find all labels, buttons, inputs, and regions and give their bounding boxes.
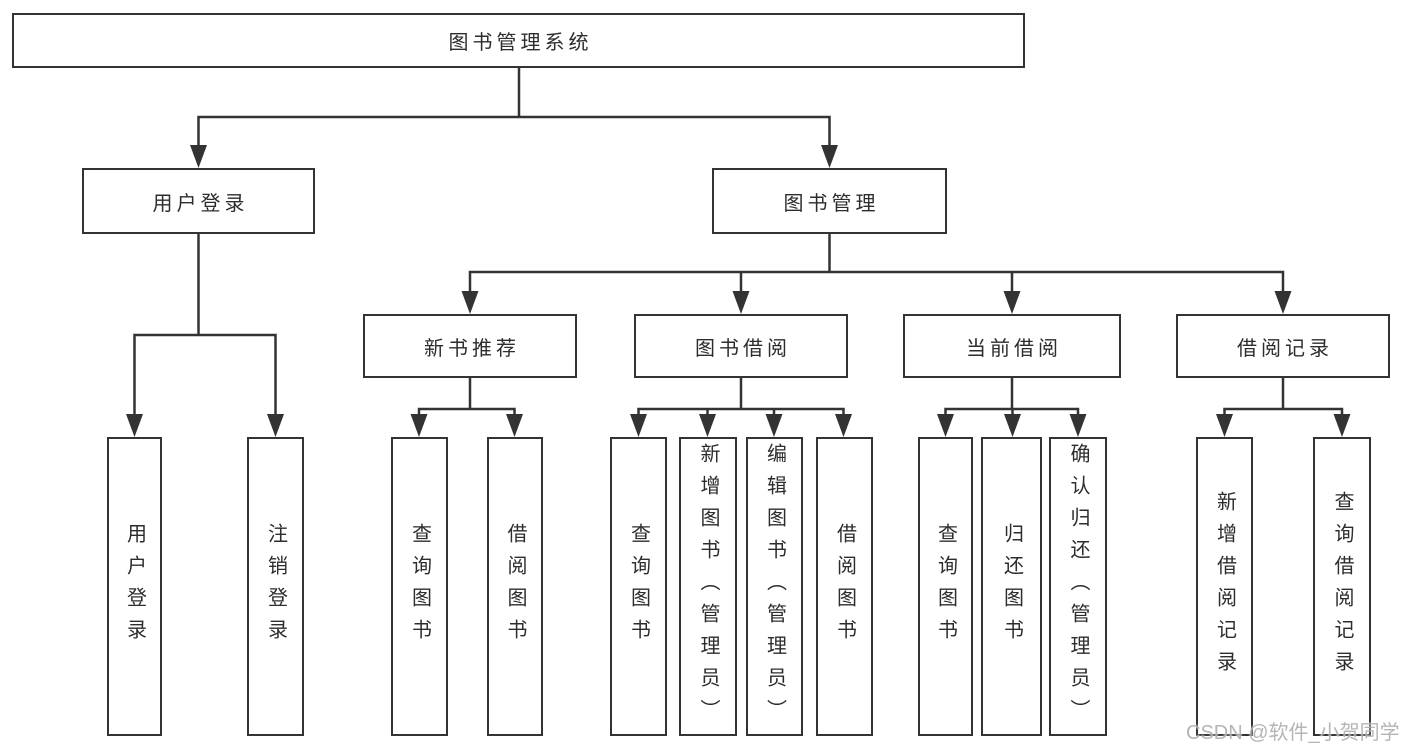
leaf-logout: 注销登录 [247, 437, 304, 736]
node-user-login: 用户登录 [82, 168, 315, 234]
arrowhead [835, 414, 852, 437]
leaf-label: 新增借阅记录 [1213, 490, 1236, 683]
arrowhead [821, 145, 838, 168]
leaf-query-books-borrow: 查询图书 [610, 437, 667, 736]
leaf-label: 用户登录 [123, 522, 146, 651]
node-new-book-recommend: 新书推荐 [363, 314, 577, 378]
leaf-user-login: 用户登录 [107, 437, 162, 736]
node-borrow-records: 借阅记录 [1176, 314, 1390, 378]
leaf-query-borrow-record: 查询借阅记录 [1313, 437, 1371, 736]
leaf-edit-book-admin: 编辑图书（管理员） [746, 437, 803, 736]
leaf-add-book-admin: 新增图书（管理员） [679, 437, 737, 736]
leaf-label: 查询借阅记录 [1331, 490, 1353, 683]
node-label: 图书管理 [783, 192, 880, 215]
leaf-label: 确认归还（管理员） [1067, 442, 1089, 731]
arrowhead [1003, 291, 1021, 314]
leaf-label: 归还图书 [1000, 522, 1023, 651]
leaf-add-borrow-record: 新增借阅记录 [1196, 437, 1253, 736]
node-label: 用户登录 [152, 192, 249, 215]
leaf-label: 编辑图书（管理员） [763, 442, 786, 731]
arrowhead [267, 414, 284, 437]
node-label: 当前借阅 [966, 337, 1062, 360]
leaf-label: 注销登录 [264, 522, 287, 651]
leaf-query-books-current: 查询图书 [918, 437, 973, 736]
leaf-query-books-recommend: 查询图书 [391, 437, 448, 736]
arrowheads [126, 145, 1351, 437]
arrowhead [190, 145, 207, 168]
arrowhead [461, 291, 479, 314]
leaf-label: 查询图书 [408, 522, 431, 651]
node-root: 图书管理系统 [12, 13, 1025, 68]
arrowhead [1004, 414, 1021, 437]
node-label: 新书推荐 [424, 337, 520, 360]
leaf-label: 查询图书 [934, 522, 957, 651]
node-book-borrow: 图书借阅 [634, 314, 848, 378]
arrowhead [1216, 414, 1233, 437]
node-current-borrow: 当前借阅 [903, 314, 1121, 378]
arrowhead [765, 414, 783, 437]
arrowhead [699, 414, 716, 437]
arrowhead [410, 414, 428, 437]
node-book-management: 图书管理 [712, 168, 947, 234]
leaf-borrow-books-recommend: 借阅图书 [487, 437, 543, 736]
arrowhead [937, 414, 954, 437]
arrowhead [1069, 414, 1087, 437]
leaf-label: 借阅图书 [504, 522, 526, 651]
arrowhead [506, 414, 523, 437]
leaf-confirm-return-admin: 确认归还（管理员） [1049, 437, 1107, 736]
node-label: 图书借阅 [695, 337, 791, 360]
leaf-borrow-books: 借阅图书 [816, 437, 873, 736]
csdn-watermark: CSDN @软件_小贺同学 [1186, 722, 1400, 744]
arrowhead [732, 291, 750, 314]
arrowhead [1274, 291, 1292, 314]
arrowhead [630, 414, 647, 437]
arrowhead [1333, 414, 1351, 437]
node-label: 图书管理系统 [448, 32, 593, 54]
leaf-label: 新增图书（管理员） [697, 442, 719, 731]
node-label: 借阅记录 [1237, 337, 1333, 360]
arrowhead [126, 414, 143, 437]
leaf-label: 借阅图书 [833, 522, 856, 651]
leaf-label: 查询图书 [627, 522, 650, 651]
leaf-return-book: 归还图书 [981, 437, 1042, 736]
